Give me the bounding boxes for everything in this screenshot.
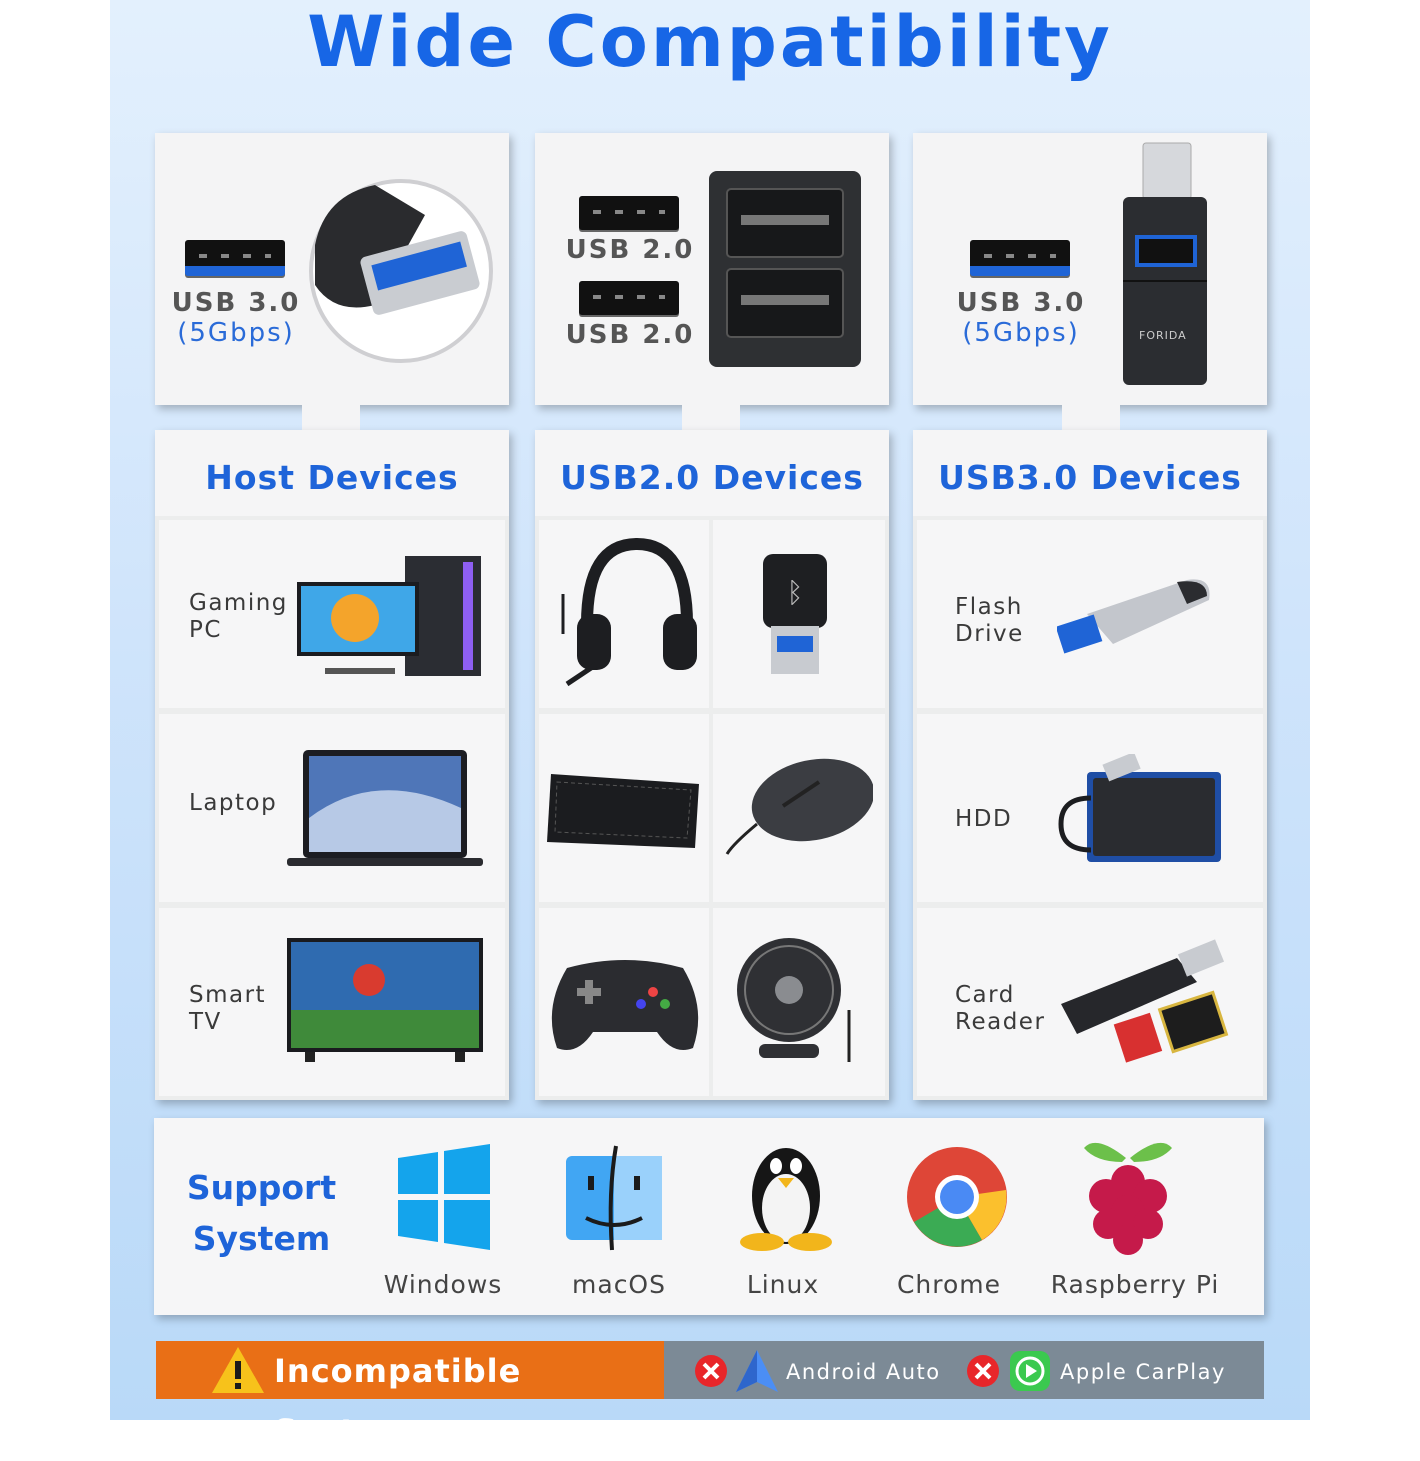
device-card-fan (713, 908, 885, 1096)
raspberry-pi-icon (1084, 1142, 1172, 1255)
usb2-port-icon-a (579, 196, 679, 230)
device-card-gaming-pc: Gaming PC (159, 520, 505, 708)
windows-icon (398, 1144, 490, 1250)
connector (302, 404, 360, 434)
usb2-port-icon-b (579, 281, 679, 315)
column-host-devices: Host Devices Gaming PC Laptop Smart TV (155, 430, 509, 1100)
port-type-label-b: USB 2.0 (565, 320, 695, 350)
device-label: HDD (955, 806, 1013, 832)
hub-side-image (1123, 142, 1207, 385)
brand-label: FORIDA (1139, 329, 1187, 342)
port-panel-usb3-right: USB 3.0 (5Gbps) FORIDA (913, 133, 1267, 405)
laptop-image (287, 750, 483, 866)
device-card-flash-drive: Flash Drive (917, 520, 1263, 708)
headset-icon (561, 537, 697, 687)
incompatible-label: Incompatible System: (274, 1352, 522, 1450)
column-heading: Host Devices (155, 430, 509, 516)
port-panel-usb2-middle: USB 2.0 USB 2.0 (535, 133, 889, 405)
support-system-panel: Support System Windows macOS Linux Chrom… (154, 1118, 1264, 1315)
device-label: Laptop (189, 790, 278, 816)
bluetooth-adapter-icon: ᛒ (763, 554, 827, 674)
device-card-headset (539, 520, 709, 708)
warning-icon (212, 1347, 264, 1393)
cross-icon (695, 1355, 727, 1387)
card-reader-image (1061, 939, 1229, 1063)
fan-icon (737, 938, 851, 1062)
usb3-port-icon (185, 240, 285, 276)
macos-icon (566, 1145, 662, 1251)
device-card-bluetooth-adapter: ᛒ (713, 520, 885, 708)
os-label-raspberry-pi: Raspberry Pi (1050, 1270, 1220, 1299)
os-label-linux: Linux (746, 1270, 820, 1299)
mouse-icon (725, 758, 873, 855)
device-label: Card Reader (955, 982, 1046, 1035)
os-label-windows: Windows (383, 1270, 503, 1299)
device-card-mouse (713, 714, 885, 902)
svg-text:ᛒ: ᛒ (787, 576, 804, 609)
chrome-icon (907, 1147, 1007, 1247)
port-speed-label: (5Gbps) (962, 318, 1080, 348)
port-type-label-a: USB 2.0 (565, 235, 695, 265)
port-panel-usb3-left: USB 3.0 (5Gbps) (155, 133, 509, 405)
gaming-pc-image (297, 556, 481, 676)
port-speed-label: (5Gbps) (177, 318, 295, 348)
usb3-port-icon (970, 240, 1070, 276)
hub-front-image (709, 171, 861, 367)
column-usb2-devices: USB2.0 Devices ᛒ (535, 430, 889, 1100)
incompatible-bar: Incompatible System: Android Auto Apple … (156, 1341, 1264, 1450)
connector (1062, 404, 1120, 434)
smart-tv-image (287, 938, 483, 1062)
keyboard-icon (547, 774, 699, 848)
linux-icon (740, 1148, 832, 1251)
device-label: Gaming PC (189, 590, 288, 643)
column-usb3-devices: USB3.0 Devices Flash Drive HDD Card Read… (913, 430, 1267, 1100)
incompatible-item-apple-carplay: Apple CarPlay (1060, 1360, 1226, 1384)
os-label-chrome: Chrome (896, 1270, 1002, 1299)
port-type-label: USB 3.0 (171, 288, 301, 318)
gamepad-icon (551, 960, 699, 1050)
column-heading: USB2.0 Devices (535, 430, 889, 516)
column-heading: USB3.0 Devices (913, 430, 1267, 516)
support-title: Support System (186, 1168, 337, 1258)
device-card-smart-tv: Smart TV (159, 908, 505, 1096)
apple-carplay-icon (1010, 1351, 1050, 1391)
device-card-laptop: Laptop (159, 714, 505, 902)
device-card-hdd: HDD (917, 714, 1263, 902)
device-card-keyboard (539, 714, 709, 902)
device-card-card-reader: Card Reader (917, 908, 1263, 1096)
device-label: Smart TV (189, 982, 267, 1035)
os-label-macos: macOS (572, 1270, 666, 1299)
page-title: Wide Compatibility (307, 1, 1113, 83)
incompatible-label-block: Incompatible System: (156, 1341, 664, 1450)
connector (682, 404, 740, 434)
incompatible-item-android-auto: Android Auto (786, 1360, 941, 1384)
flash-drive-image (1057, 579, 1210, 654)
usb-plug-closeup-image (309, 179, 493, 363)
port-type-label: USB 3.0 (956, 288, 1086, 318)
device-card-gamepad (539, 908, 709, 1096)
device-label: Flash Drive (955, 594, 1024, 647)
android-auto-icon (736, 1350, 778, 1392)
hdd-image (1058, 754, 1221, 862)
cross-icon (967, 1355, 999, 1387)
